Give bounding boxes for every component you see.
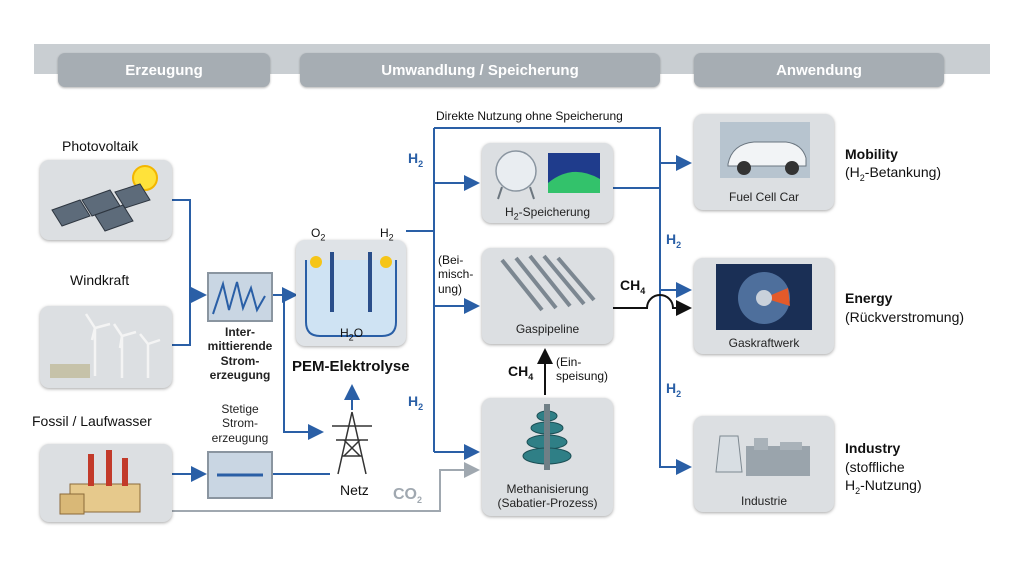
methanisierung-node: Methanisierung (Sabatier-Prozess) (482, 398, 613, 516)
methanisierung-label: Methanisierung (Sabatier-Prozess) (497, 482, 598, 511)
water-label: H2O (340, 326, 364, 343)
h2-storage-node: H2-Speicherung (482, 143, 613, 223)
power-plant-icon (59, 450, 141, 515)
fuel-cell-car-label: Fuel Cell Car (728, 190, 800, 204)
steady-label: Stetige Strom- erzeugung (211, 402, 269, 445)
gaskraftwerk-node: Gaskraftwerk (694, 258, 834, 354)
intermittent-power-box (207, 272, 273, 322)
electrolysis-cell-icon (305, 252, 397, 337)
storage-tank-icon (495, 150, 600, 200)
direct-use-label: Direkte Nutzung ohne Speicherung (436, 109, 623, 123)
pipeline-icon (500, 254, 596, 312)
car-icon (720, 122, 810, 178)
fossil-label: Fossil / Laufwasser (32, 413, 152, 429)
mobility-title: Mobility (845, 146, 898, 162)
mobility-subtitle: (H2-Betankung) (845, 164, 942, 183)
photovoltaik-node (40, 160, 172, 240)
energy-subtitle: (Rückverstromung) (845, 309, 965, 325)
o2-label: O2 (311, 226, 326, 243)
industry-subtitle: (stoffliche H2-Nutzung) (845, 459, 922, 496)
h2-flow-label-bottom: H2 (408, 393, 424, 412)
h2-electrolysis-label: H2 (380, 226, 394, 243)
gaskraftwerk-label: Gaskraftwerk (728, 336, 800, 350)
intermittent-label: Inter- mittierende Strom- erzeugung (207, 325, 273, 383)
power-pylon-icon (332, 411, 372, 475)
phase-anwendung: Anwendung (694, 53, 944, 87)
h2-flow-label-industry: H2 (666, 380, 682, 399)
zigzag-wave-icon (212, 280, 266, 315)
gaspipeline-label: Gaspipeline (515, 322, 580, 336)
beimischung-label: (Bei- misch- ung) (438, 253, 474, 296)
electrolysis-title: PEM-Elektrolyse (292, 358, 410, 375)
energy-title: Energy (845, 290, 893, 306)
einspeisung-label: (Ein- speisung) (556, 355, 609, 384)
netz-label: Netz (340, 482, 369, 498)
gaspipeline-node: Gaspipeline (482, 248, 613, 344)
photovoltaik-label: Photovoltaik (62, 138, 139, 154)
ch4-label-pipeline: CH4 (620, 277, 646, 296)
windkraft-node (40, 306, 172, 388)
fossil-node (40, 444, 172, 522)
windkraft-label: Windkraft (70, 272, 130, 288)
turbine-icon (716, 264, 812, 330)
reactor-icon (522, 404, 572, 470)
h2-storage-label: H2-Speicherung (504, 205, 591, 222)
wind-turbine-icon (50, 313, 161, 378)
fuel-cell-car-node: Fuel Cell Car (694, 114, 834, 210)
electrolysis-node (296, 240, 406, 346)
phase-erzeugung: Erzeugung (58, 53, 270, 87)
h2-flow-label-energy: H2 (666, 231, 682, 250)
factory-icon (715, 435, 810, 476)
industrie-label: Industrie (740, 494, 788, 508)
ch4-label-methanisierung: CH4 (508, 363, 534, 382)
industry-title: Industry (845, 440, 901, 456)
phase-umwandlung: Umwandlung / Speicherung (300, 53, 660, 87)
solar-panel-icon (51, 165, 158, 232)
h2-flow-label-top: H2 (408, 150, 424, 169)
flat-line-icon (217, 473, 263, 477)
industrie-node: Industrie (694, 416, 834, 512)
steady-power-box (207, 451, 273, 499)
co2-label: CO2 (393, 486, 423, 506)
